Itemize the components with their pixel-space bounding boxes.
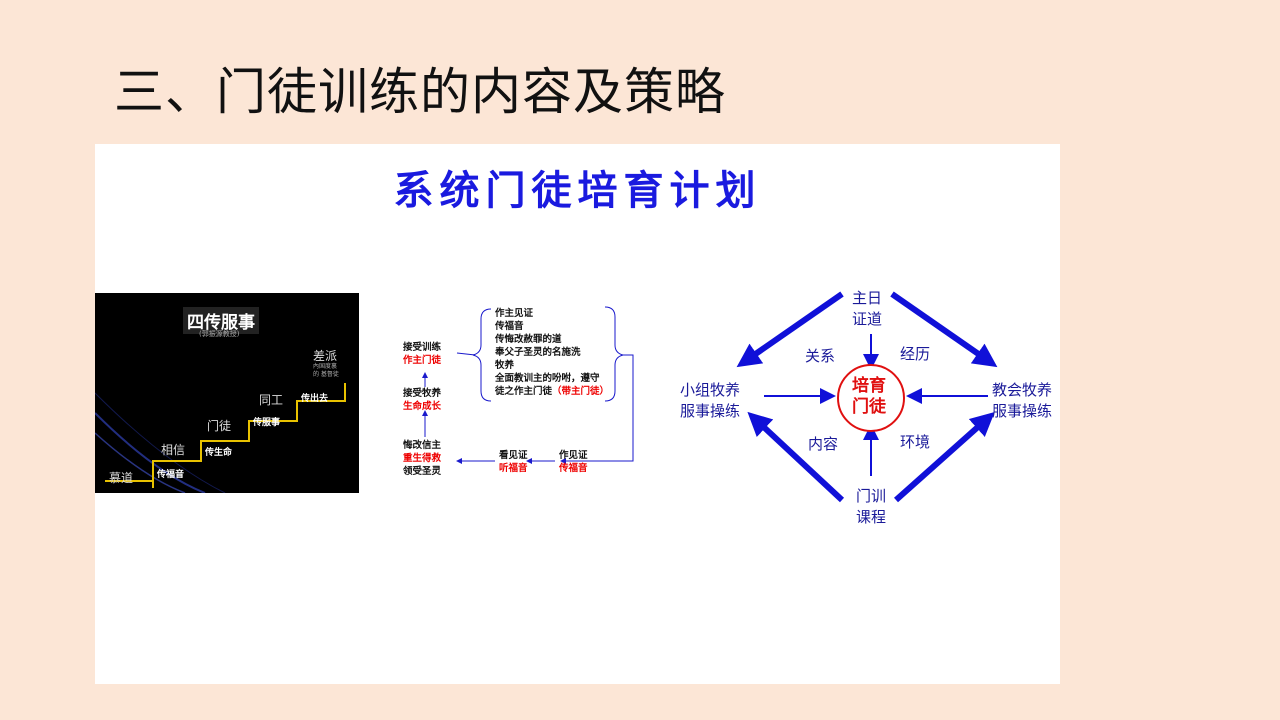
center-circle (837, 364, 905, 432)
label-relationship: 关系 (805, 347, 836, 365)
step-action: 传福音 (157, 470, 185, 480)
staircase-note: 的 基督徒 (313, 371, 339, 378)
content-panel: 系统门徒培育计划 四传服事 (郭振源教授) 慕道 传福音 相信 传生命 门徒 传… (95, 144, 1060, 684)
step-action: 传生命 (205, 448, 233, 458)
box-accept-training-l1: 接受训练 (403, 342, 442, 353)
center-nurture-l1: 培育 (852, 376, 886, 396)
box-be-witness-l2: 传福音 (559, 463, 588, 474)
box-see-witness-l1: 看见证 (499, 450, 528, 461)
step-word: 同工 (259, 393, 284, 407)
arrow-bottom-to-right (894, 412, 995, 503)
box-repent-l1: 悔改信主 (403, 440, 442, 451)
node-church-l1: 教会牧养 (992, 381, 1053, 399)
diagram-arrows (736, 291, 998, 503)
node-small-group-l2: 服事操练 (680, 402, 741, 420)
box-accept-training-l2: 作主门徒 (403, 355, 442, 366)
box-be-witness-l1: 作见证 (559, 450, 588, 461)
four-transmissions-staircase: 四传服事 (郭振源教授) 慕道 传福音 相信 传生命 门徒 传服事 同工 传出去… (95, 293, 359, 493)
node-course-l2: 课程 (856, 508, 887, 526)
discipleship-flowchart: 作主见证 传福音 传悔改赦罪的道 奉父子圣灵的名施洗 牧养 全面教训主的吩咐，遵… (395, 299, 655, 489)
label-experience: 经历 (900, 345, 931, 363)
node-sunday-sermon-l2: 证道 (852, 310, 883, 328)
node-church-l2: 服事操练 (992, 402, 1053, 420)
step-action: 传服事 (253, 418, 281, 428)
list-item: 传福音 (495, 321, 524, 332)
list-item-text: 徒之作主门徒 (495, 386, 553, 397)
box-accept-pastoring-l2: 生命成长 (403, 401, 442, 412)
node-sunday-sermon-l1: 主日 (852, 289, 883, 307)
list-item: 奉父子圣灵的名施洗 (495, 347, 581, 358)
panel-title: 系统门徒培育计划 (393, 167, 762, 214)
box-repent-l3: 领受圣灵 (403, 466, 442, 477)
step-word: 差派 (313, 349, 338, 363)
staircase-subtitle: (郭振源教授) (199, 330, 240, 338)
list-item-highlight: （带主门徒） (552, 386, 610, 397)
box-accept-pastoring-l1: 接受牧养 (403, 388, 442, 399)
slide-title: 三、门徒训练的内容及策略 (114, 63, 726, 121)
step-word: 慕道 (109, 471, 134, 485)
step-word: 相信 (161, 443, 186, 457)
arrow-top-to-left (736, 291, 844, 368)
staircase-note: 內国度裏 (313, 363, 338, 370)
label-content: 内容 (808, 435, 839, 453)
staircase-graphic (95, 383, 346, 493)
center-nurture-l2: 门徒 (852, 397, 886, 417)
node-small-group-l1: 小组牧养 (680, 381, 741, 399)
list-item: 传悔改赦罪的道 (495, 334, 562, 345)
nurture-diagram: 主日 证道 小组牧养 服事操练 教会牧养 服事操练 门训 课程 培育 门徒 关系… (670, 282, 1060, 532)
list-item: 全面教训主的吩咐，遵守 (495, 373, 600, 384)
list-item: 牧养 (495, 360, 515, 371)
list-item-last: 徒之作主门徒（带主门徒） (495, 385, 609, 398)
staircase-title: 四传服事 (183, 307, 259, 334)
arrow-bottom-to-left (747, 411, 845, 503)
node-course-l1: 门训 (856, 487, 887, 505)
list-item: 作主见证 (495, 308, 534, 319)
label-environment: 环境 (900, 433, 931, 451)
box-repent-l2: 重生得救 (403, 453, 442, 464)
step-action: 传出去 (301, 394, 329, 404)
box-see-witness-l2: 听福音 (499, 463, 528, 474)
step-word: 门徒 (207, 419, 232, 433)
arrow-top-to-right (890, 291, 998, 368)
flowchart-lines (422, 306, 634, 464)
